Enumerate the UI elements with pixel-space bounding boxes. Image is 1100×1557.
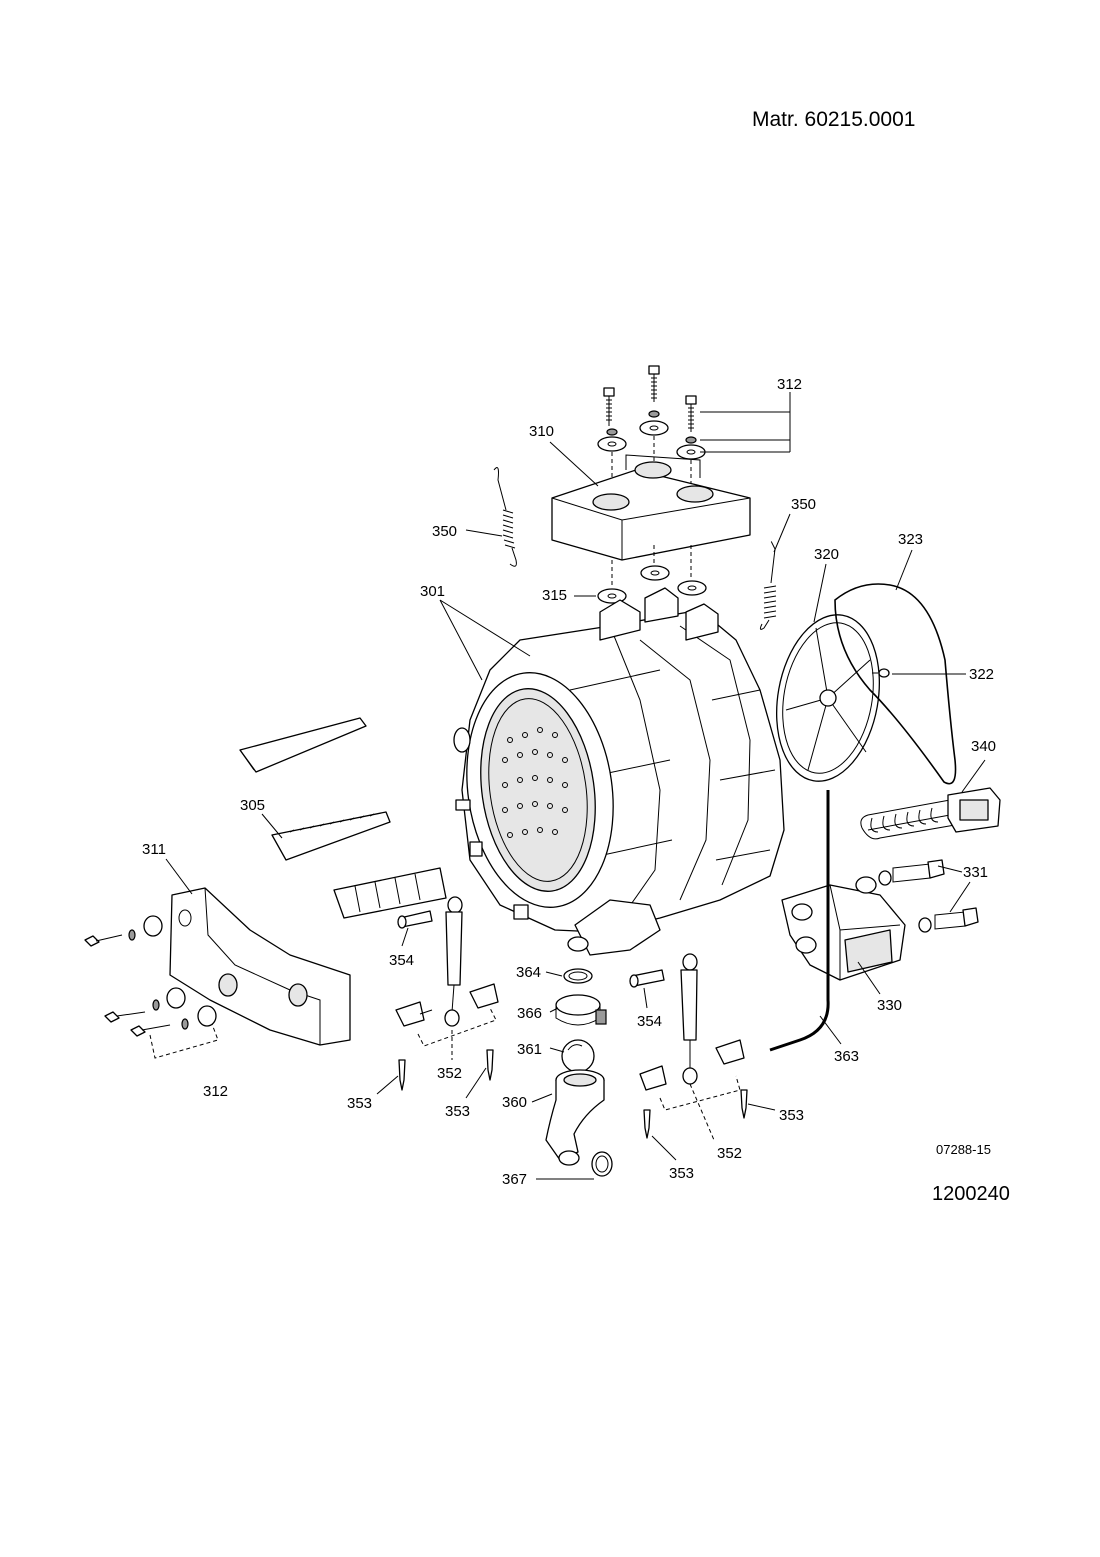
bolt-3 bbox=[685, 395, 697, 432]
callout-315: 315 bbox=[542, 587, 567, 604]
callout-361: 361 bbox=[517, 1041, 542, 1058]
callout-352-left: 352 bbox=[437, 1065, 462, 1082]
flat-washer-1 bbox=[597, 436, 627, 452]
callout-353-a: 353 bbox=[347, 1095, 372, 1112]
spring-washer-1 bbox=[606, 428, 618, 436]
flat-washer-2 bbox=[639, 420, 669, 436]
clamp-367 bbox=[591, 1151, 613, 1177]
spring-washer-3 bbox=[685, 436, 697, 444]
callout-312-top: 312 bbox=[777, 376, 802, 393]
bracket-330 bbox=[781, 876, 906, 981]
callout-310: 310 bbox=[529, 423, 554, 440]
bolt-331-upper bbox=[878, 859, 945, 886]
bracket-lower bbox=[333, 867, 447, 919]
screw-353-d bbox=[643, 1109, 651, 1139]
callout-311: 311 bbox=[142, 841, 166, 858]
callout-305: 305 bbox=[240, 797, 265, 814]
spring-350-left bbox=[493, 467, 517, 567]
heater-340 bbox=[860, 787, 1001, 840]
callout-301: 301 bbox=[420, 583, 445, 600]
bolt-group-312-left bbox=[84, 915, 219, 1059]
damper-pin-354-left bbox=[397, 910, 433, 929]
callout-340: 340 bbox=[971, 738, 996, 755]
drawing-code: 07288-15 bbox=[936, 1142, 991, 1157]
damper-pin-354-right bbox=[629, 969, 665, 988]
callout-330: 330 bbox=[877, 997, 902, 1014]
clip-352-right bbox=[639, 1039, 745, 1141]
callout-323: 323 bbox=[898, 531, 923, 548]
screw-353-c bbox=[740, 1089, 748, 1119]
callout-353-d: 353 bbox=[669, 1165, 694, 1182]
bolt-2 bbox=[648, 365, 660, 402]
drum-perforations bbox=[502, 727, 568, 838]
tub-boss bbox=[453, 727, 471, 753]
pulley-bolt-322 bbox=[872, 668, 890, 678]
screw-353-b bbox=[486, 1049, 494, 1081]
callout-353-b: 353 bbox=[445, 1103, 470, 1120]
callout-364: 364 bbox=[516, 964, 541, 981]
callout-322: 322 bbox=[969, 666, 994, 683]
weight-311 bbox=[169, 887, 351, 1046]
shock-absorber-left bbox=[444, 896, 463, 1027]
callout-360: 360 bbox=[502, 1094, 527, 1111]
leader-lines bbox=[165, 392, 986, 1180]
bolt-1 bbox=[603, 387, 615, 426]
washer-group-315 bbox=[597, 565, 707, 604]
callout-320: 320 bbox=[814, 546, 839, 563]
ball-361 bbox=[561, 1039, 595, 1073]
screw-353-a bbox=[398, 1059, 406, 1091]
callout-354-right: 354 bbox=[637, 1013, 662, 1030]
spring-washer-2 bbox=[648, 410, 660, 418]
drain-sump-360 bbox=[545, 1069, 605, 1166]
clip-352-left bbox=[395, 983, 499, 1060]
bracket-upper-305 bbox=[239, 717, 367, 773]
bracket-305 bbox=[271, 811, 391, 861]
pulley-320 bbox=[775, 614, 881, 782]
hose-363 bbox=[769, 790, 830, 1052]
callout-331: 331 bbox=[963, 864, 988, 881]
callout-367: 367 bbox=[502, 1171, 527, 1188]
bolt-group-top bbox=[597, 365, 706, 495]
tub-301 bbox=[453, 587, 785, 956]
clamp-366 bbox=[555, 994, 607, 1026]
seal-364 bbox=[563, 968, 593, 984]
callout-353-c: 353 bbox=[779, 1107, 804, 1124]
callout-350-right: 350 bbox=[791, 496, 816, 513]
callout-352-right: 352 bbox=[717, 1145, 742, 1162]
callout-350-left: 350 bbox=[432, 523, 457, 540]
callout-312-left: 312 bbox=[203, 1083, 228, 1100]
bolt-331-lower bbox=[918, 907, 979, 933]
spring-350-right bbox=[759, 541, 777, 630]
material-number: Matr. 60215.0001 bbox=[752, 108, 916, 131]
shock-absorber-right bbox=[680, 953, 698, 1085]
callout-366: 366 bbox=[517, 1005, 542, 1022]
counterweight-310 bbox=[551, 454, 751, 585]
document-number: 1200240 bbox=[932, 1183, 1010, 1205]
callout-363: 363 bbox=[834, 1048, 859, 1065]
flat-washer-3 bbox=[676, 444, 706, 460]
callout-labels: 312 310 350 350 320 323 301 315 322 340 … bbox=[142, 376, 996, 1188]
callout-354-left: 354 bbox=[389, 952, 414, 969]
